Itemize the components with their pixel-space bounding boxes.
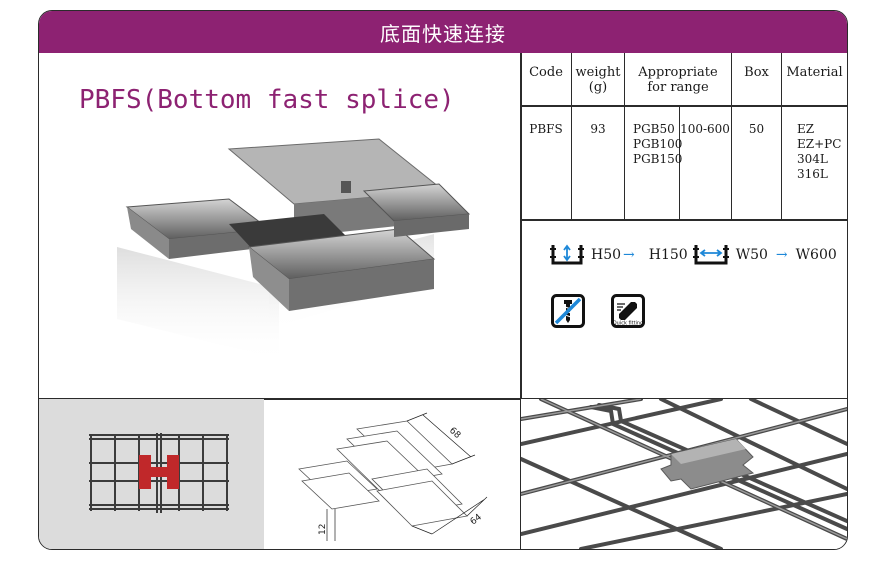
table-header-material: Material: [786, 65, 843, 80]
height-to: H150: [648, 247, 688, 263]
material-item: 304L: [797, 152, 828, 166]
splice-on-tray-diagram: [89, 433, 229, 513]
height-from: H50: [591, 247, 622, 263]
col-divider-4: [731, 53, 732, 219]
model-item: PGB150: [633, 152, 683, 166]
product-title: PBFS(Bottom fast splice): [79, 85, 455, 115]
dimension-range-row: H50 → H150 W50 → W600: [549, 243, 837, 267]
quick-fitting-label: Quick fitting: [613, 321, 644, 327]
model-item: PGB100: [633, 137, 683, 151]
col-divider-3: [679, 106, 680, 219]
table-header-box: Box: [744, 65, 769, 80]
material-item: EZ: [797, 122, 815, 136]
height-adjust-icon: [550, 244, 584, 265]
table-header-code: Code: [529, 65, 563, 80]
model-item: PGB50: [633, 122, 675, 136]
table-cell-range: 100-600: [680, 122, 730, 136]
product-illustration: [117, 138, 471, 359]
dimension-length-label: 68: [447, 426, 462, 441]
material-item: EZ+PC: [797, 137, 842, 151]
lower-divider: [39, 398, 847, 400]
width-adjust-icon: [692, 245, 729, 265]
page-header: 底面快速连接: [39, 11, 847, 53]
no-screw-icon: [551, 294, 585, 328]
table-cell-materials: EZ EZ+PC 304L 316L: [797, 122, 847, 182]
technical-drawing: 68 64 12: [298, 412, 488, 541]
table-cell-box: 50: [748, 122, 765, 136]
col-divider-5: [781, 53, 782, 219]
quick-fitting-icon: Quick fitting: [611, 294, 645, 328]
table-cell-models: PGB50 PGB100 PGB150: [633, 122, 683, 167]
table-header-range: Appropriate for range: [638, 65, 718, 95]
col-divider-2: [624, 53, 625, 219]
width-to: W600: [795, 247, 837, 263]
table-bottom-divider: [521, 219, 847, 221]
table-header-weight: weight (g): [575, 65, 621, 95]
center-divider: [520, 53, 522, 549]
wire-mesh-splice-illustration: [521, 399, 847, 549]
material-item: 316L: [797, 167, 828, 181]
col-divider-1: [571, 53, 572, 219]
table-head-divider: [521, 105, 847, 107]
dimension-width-label: 64: [469, 512, 484, 527]
arrow-right-icon: →: [623, 247, 635, 263]
header-title: 底面快速连接: [380, 21, 506, 46]
product-card: 底面快速连接 PBFS(Bottom fast splice): [38, 10, 848, 550]
width-from: W50: [735, 247, 768, 263]
arrow-right-icon: →: [775, 247, 788, 263]
table-cell-code: PBFS: [529, 122, 563, 136]
dimension-height-label: 12: [318, 524, 328, 535]
table-cell-weight: 93: [590, 122, 606, 136]
